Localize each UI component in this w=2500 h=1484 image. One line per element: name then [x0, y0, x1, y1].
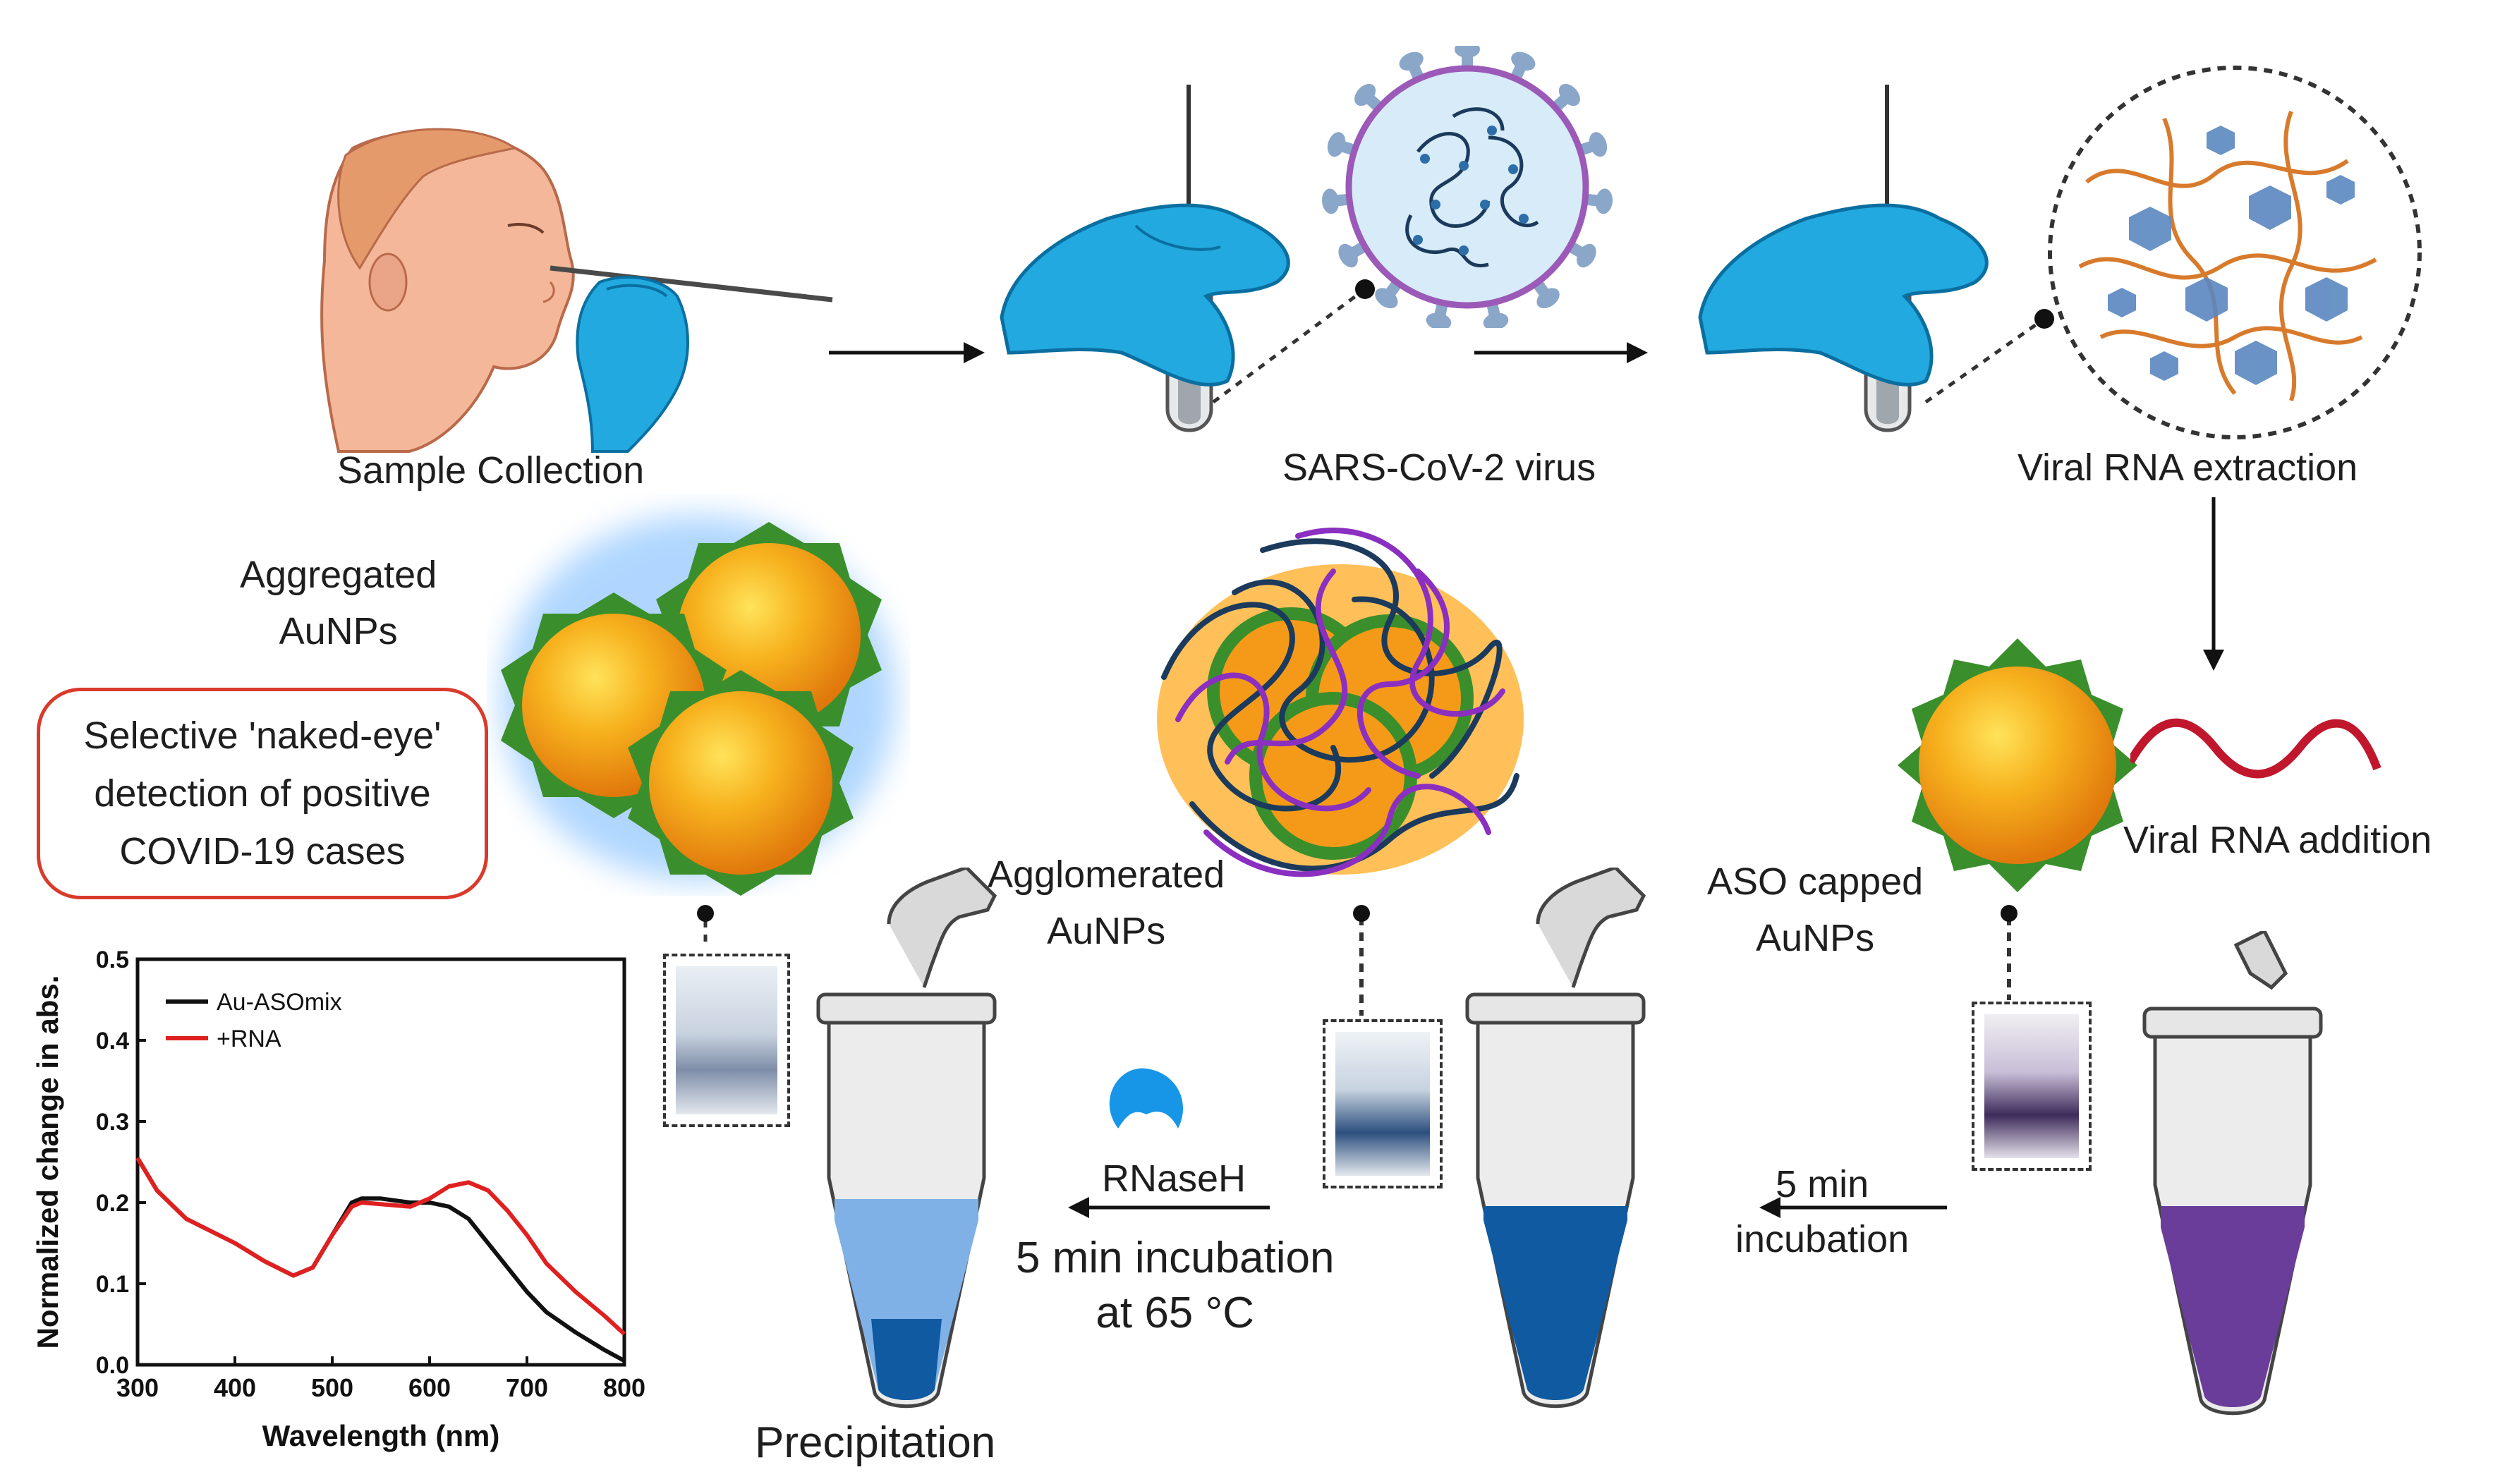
viral-rna-strand-icon	[2130, 718, 2381, 779]
label-line: AuNPs	[1047, 910, 1166, 952]
liquid-blue	[1483, 1206, 1627, 1400]
label-line: incubation	[1735, 1218, 1910, 1260]
label-line: AuNPs	[279, 610, 398, 652]
eppendorf-tube-aso	[2142, 931, 2323, 1416]
callout-line: COVID-19 cases	[119, 830, 406, 872]
leader-dot	[1355, 279, 1375, 299]
nanoparticle	[628, 670, 854, 896]
y-tick-label: 0.2	[96, 1190, 129, 1217]
label-viral-rna-addition: Viral RNA addition	[2123, 819, 2432, 861]
eppendorf-tube-precipitation	[816, 868, 997, 1409]
x-tick-label: 400	[214, 1373, 256, 1402]
aggregated-aunps-illustration	[501, 515, 896, 896]
y-axis-label: Normalized change in abs.	[31, 975, 64, 1349]
label-precipitation: Precipitation	[755, 1418, 996, 1467]
leader-dot	[2034, 309, 2054, 329]
tube-hand-illustration-1	[1000, 85, 1290, 432]
label-agglomerated-aunps: Agglomerated AuNPs	[988, 846, 1225, 959]
y-tick-label: 0.1	[96, 1271, 129, 1298]
patient-head	[320, 128, 575, 453]
glove-hand-icon	[1000, 203, 1290, 387]
absorbance-line-chart: 300 400 500 600 700 800 0.0 0.1 0.2 0.3 0.4 0.5Wave…	[31, 947, 645, 1452]
label-aggregated-aunps: Aggregated AuNPs	[240, 547, 437, 659]
swab-stick	[550, 265, 833, 303]
legend-label: +RNA	[217, 1026, 281, 1052]
label-line: ASO capped	[1707, 860, 1924, 903]
leader-tube1-virus	[1212, 287, 1366, 404]
glove-hand-icon	[576, 275, 689, 453]
photo-agglomerated-sample	[1323, 1019, 1443, 1188]
label-line: at 65 °C	[1096, 1289, 1255, 1337]
plot-frame	[135, 957, 626, 1367]
rnaseh-enzyme-icon	[1109, 1068, 1184, 1129]
label-line: 5 min incubation	[1016, 1234, 1335, 1282]
x-tick-label: 700	[506, 1373, 548, 1402]
sars-cov-2-virus-icon	[1321, 46, 1614, 328]
eppendorf-tube-agglomerated	[1465, 868, 1646, 1409]
label-incubation-65: 5 min incubation at 65 °C	[1016, 1231, 1335, 1341]
label-aso-capped-aunps: ASO capped AuNPs	[1707, 853, 1923, 966]
viral-rna-extraction-icon	[2048, 66, 2422, 439]
legend-label: Au-ASOmix	[217, 989, 342, 1016]
label-viral-rna-extraction: Viral RNA extraction	[2017, 446, 2358, 489]
x-tick-label: 600	[408, 1373, 451, 1402]
callout-naked-eye-detection: Selective 'naked-eye' detection of posit…	[37, 688, 488, 899]
series-line	[135, 1157, 626, 1336]
series-line	[135, 1157, 626, 1363]
liquid-purple	[2161, 1206, 2305, 1407]
leader-dot	[1353, 905, 1370, 922]
glove-hand-icon	[1698, 203, 1989, 387]
y-tick-label: 0.0	[96, 1352, 129, 1379]
precipitate-dark-blue	[871, 1319, 942, 1400]
callout-line: detection of positive	[94, 772, 431, 815]
photo-aso-sample	[1972, 1002, 2092, 1171]
label-line: 5 min	[1776, 1163, 1869, 1205]
label-line: Agglomerated	[988, 853, 1225, 896]
leader-dot	[2001, 905, 2017, 922]
label-sample-collection: Sample Collection	[337, 449, 645, 492]
photo-precipitated-sample	[663, 954, 790, 1127]
agglomerated-aunps-illustration	[1157, 528, 1524, 877]
aso-capped-aunp-illustration	[1898, 638, 2137, 892]
label-line: AuNPs	[1756, 917, 1875, 959]
y-tick-label: 0.3	[96, 1109, 129, 1136]
callout-line: Selective 'naked-eye'	[83, 714, 442, 757]
label-line: Aggregated	[240, 554, 437, 596]
tube-hand-illustration-2	[1698, 85, 1989, 432]
label-incubation-5min: 5 min incubation	[1735, 1157, 1909, 1267]
x-tick-label: 300	[116, 1373, 159, 1402]
x-tick-label: 800	[603, 1373, 645, 1402]
sample-collection-illustration	[320, 128, 833, 453]
x-tick-label: 500	[311, 1373, 353, 1402]
label-sars-cov-2-virus: SARS-CoV-2 virus	[1282, 446, 1596, 489]
y-tick-label: 0.4	[96, 1028, 129, 1054]
leader-dot	[697, 905, 714, 922]
x-axis-label: Wavelength (nm)	[262, 1419, 500, 1452]
label-rnaseh: RNaseH	[1102, 1157, 1246, 1200]
y-tick-label: 0.5	[96, 947, 129, 973]
leader-tube2-rna	[1924, 317, 2046, 404]
liquid-light-blue	[835, 1199, 978, 1400]
